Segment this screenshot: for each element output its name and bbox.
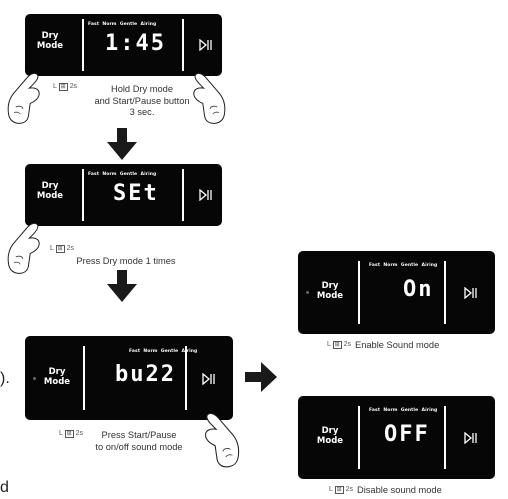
instruction-caption-2: Press Dry mode 1 times	[76, 256, 176, 266]
lock-duration-label: 2s	[343, 341, 351, 348]
dry-mode-button[interactable]: Dry Mode	[36, 181, 64, 201]
divider-right	[182, 169, 184, 221]
display-readout: SEt	[113, 181, 159, 206]
program-options: Fast Norm Gentle Airing	[369, 263, 438, 268]
control-panel-sound: Dry Mode Fast Norm Gentle Airing bu22	[25, 336, 233, 420]
lock-timer-icon: L ⊞ 2s	[327, 341, 351, 349]
left-hand-pressing-icon	[7, 72, 40, 124]
dry-mode-button[interactable]: Dry Mode	[316, 281, 344, 301]
dry-mode-button[interactable]: Dry Mode	[43, 367, 71, 387]
start-pause-icon[interactable]	[464, 432, 477, 444]
lock-duration-label: 2s	[69, 83, 77, 90]
display-readout: OFF	[384, 422, 430, 447]
divider-right	[185, 346, 187, 410]
lock-timer-icon: L ⊞ 2s	[53, 83, 77, 91]
lock-timer-icon: L ⊞ 2s	[59, 430, 83, 438]
divider-left	[358, 261, 360, 324]
program-options: Fast Norm Gentle Airing	[369, 408, 438, 413]
arrow-down-icon	[107, 270, 137, 302]
divider-left	[358, 406, 360, 469]
lock-duration-label: 2s	[66, 245, 74, 252]
indicator-dot	[33, 377, 36, 380]
cropped-text-fragment: ).	[0, 370, 10, 387]
dry-mode-button[interactable]: Dry Mode	[36, 31, 64, 51]
lock-timer-icon: L ⊞ 2s	[50, 245, 74, 253]
lock-duration-label: 2s	[345, 486, 353, 493]
lock-timer-icon: L ⊞ 2s	[329, 486, 353, 494]
display-readout: On	[403, 277, 434, 302]
status-caption-disable: Disable sound mode	[357, 485, 442, 495]
divider-right	[444, 261, 446, 324]
display-readout: 1:45	[105, 31, 166, 56]
arrow-right-icon	[245, 362, 277, 392]
divider-left	[83, 346, 85, 410]
right-hand-pressing-icon	[193, 72, 226, 124]
divider-right	[444, 406, 446, 469]
start-pause-icon[interactable]	[199, 189, 212, 201]
arrow-down-icon	[107, 128, 137, 160]
start-pause-icon[interactable]	[464, 287, 477, 299]
left-hand-pressing-icon	[7, 222, 40, 274]
right-hand-pressing-icon	[204, 413, 240, 468]
divider-left	[82, 19, 84, 71]
cropped-text-fragment: d	[0, 479, 9, 496]
instruction-caption-3: Press Start/Pause to on/off sound mode	[95, 430, 183, 452]
control-panel-sound-off: Dry Mode Fast Norm Gentle Airing OFF	[298, 396, 495, 479]
program-options: Fast Norm Gentle Airing	[88, 22, 157, 27]
divider-right	[182, 19, 184, 71]
control-panel-timer: Dry Mode Fast Norm Gentle Airing 1:45	[25, 14, 222, 76]
display-readout: bu22	[115, 362, 176, 387]
divider-left	[82, 169, 84, 221]
indicator-dot	[306, 291, 309, 294]
start-pause-icon[interactable]	[202, 373, 215, 385]
program-options: Fast Norm Gentle Airing	[88, 172, 157, 177]
dry-mode-button[interactable]: Dry Mode	[316, 426, 344, 446]
control-panel-sound-on: Dry Mode Fast Norm Gentle Airing On	[298, 251, 495, 334]
status-caption-enable: Enable Sound mode	[355, 340, 440, 350]
instruction-caption-1: Hold Dry mode and Start/Pause button 3 s…	[94, 84, 190, 118]
program-options: Fast Norm Gentle Airing	[129, 349, 198, 354]
lock-duration-label: 2s	[75, 430, 83, 437]
control-panel-set: Dry Mode Fast Norm Gentle Airing SEt	[25, 164, 222, 226]
start-pause-icon[interactable]	[199, 39, 212, 51]
